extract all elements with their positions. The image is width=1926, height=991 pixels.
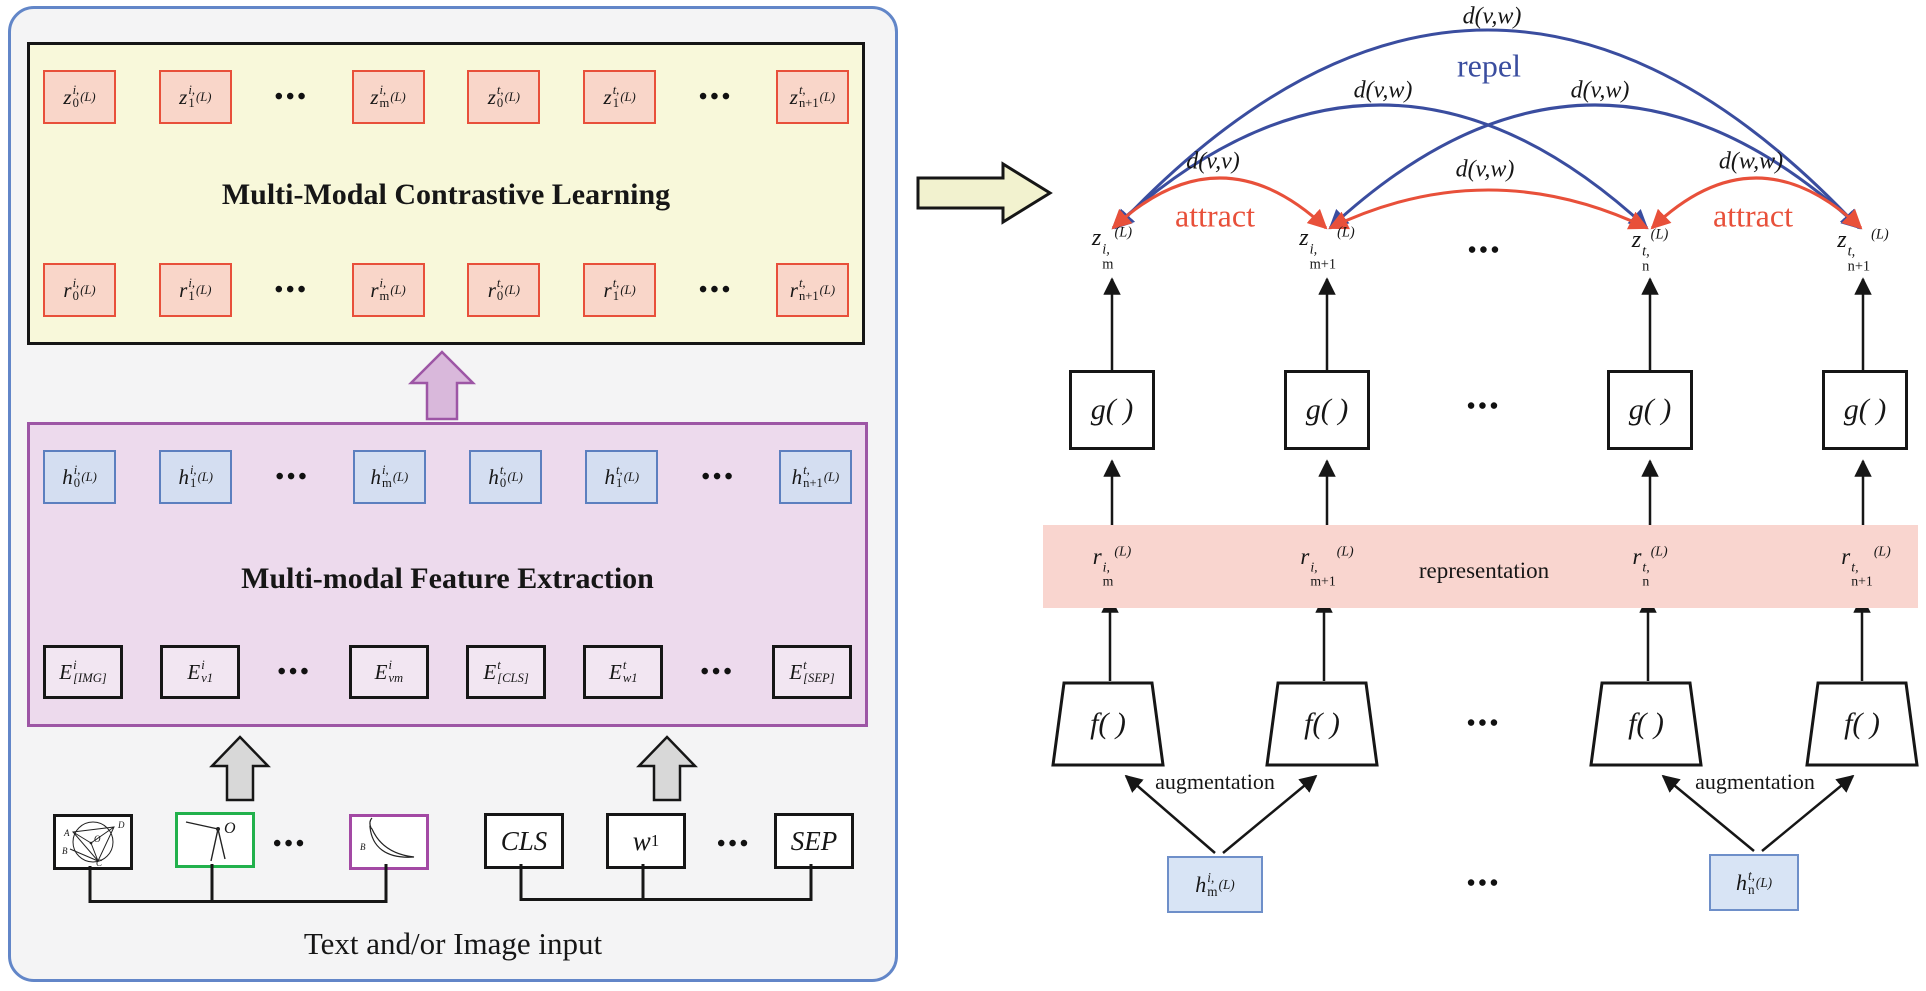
projection-head-g: g( )	[1607, 370, 1693, 450]
ellipsis: •••	[1466, 393, 1502, 420]
ellipsis: •••	[698, 276, 734, 303]
point-label: O	[224, 820, 236, 837]
augmentation-label: augmentation	[1155, 769, 1275, 794]
representation-caption: representation	[1418, 558, 1550, 583]
ellipsis: •••	[273, 831, 308, 857]
ellipsis: •••	[274, 83, 309, 110]
ellipsis: •••	[1467, 237, 1503, 264]
ellipsis: •••	[275, 463, 310, 490]
distance-label-dvw-top: d(v,w)	[1462, 3, 1522, 30]
point-label: D	[118, 820, 125, 830]
representation-band	[1043, 525, 1918, 608]
augmentation-label: augmentation	[1695, 769, 1815, 794]
distance-label-dvw-mid: d(v,w)	[1455, 156, 1515, 183]
distance-label-dvw-right: d(v,w)	[1570, 77, 1630, 104]
distance-label-dvv: d(v,v)	[1186, 148, 1240, 175]
encoder-f-label: f( )	[1090, 707, 1126, 740]
point-label: A	[64, 828, 70, 838]
point-label: B	[62, 846, 68, 856]
ellipsis: •••	[1466, 710, 1502, 737]
attract-label: attract	[1175, 197, 1255, 234]
right-arrow-yellow	[916, 161, 1053, 225]
ellipsis: •••	[700, 658, 735, 685]
encoder-f-label: f( )	[1628, 707, 1664, 740]
distance-label-dvw-left: d(v,w)	[1353, 77, 1413, 104]
text-input-sep: SEP	[774, 813, 854, 869]
point-label: B	[360, 842, 366, 852]
input-caption: Text and/or Image input	[303, 926, 603, 961]
image-input-leaf: B	[349, 814, 429, 870]
encoder-f-label: f( )	[1304, 707, 1340, 740]
encoder-f-label: f( )	[1844, 707, 1880, 740]
ellipsis: •••	[717, 831, 752, 857]
feature-title: Multi-modal Feature Extraction	[241, 562, 654, 595]
ellipsis: •••	[698, 83, 734, 110]
ellipsis: •••	[277, 658, 312, 685]
ellipsis: •••	[701, 463, 736, 490]
projection-head-g: g( )	[1284, 370, 1370, 450]
projection-head-g: g( )	[1069, 370, 1155, 450]
ellipsis: •••	[1466, 870, 1502, 897]
attract-label: attract	[1713, 197, 1793, 234]
contrastive-title: Multi-Modal Contrastive Learning	[221, 178, 671, 211]
image-input-geometry: A B C D O	[53, 814, 133, 870]
image-input-angle: O	[175, 812, 255, 868]
repel-label: repel	[1457, 47, 1521, 84]
leaf-curve-icon	[369, 817, 415, 858]
point-label: C	[96, 858, 103, 868]
angle-rays-icon	[185, 821, 226, 862]
geometry-circle-icon	[69, 821, 115, 863]
text-input-cls: CLS	[484, 813, 564, 869]
projection-head-g: g( )	[1822, 370, 1908, 450]
ellipsis: •••	[274, 276, 309, 303]
distance-label-dww: d(w,w)	[1718, 148, 1784, 175]
point-label: O	[94, 834, 101, 844]
